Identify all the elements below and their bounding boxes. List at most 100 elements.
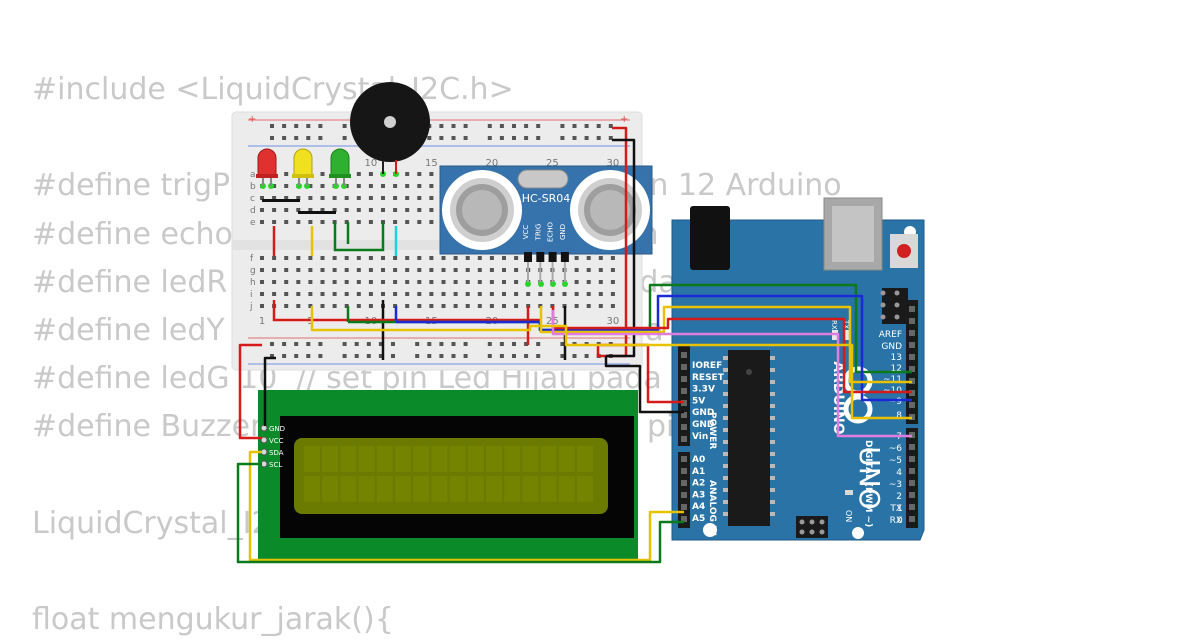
wire-trig xyxy=(539,305,912,384)
digital-pin-label: 8 xyxy=(896,411,902,421)
analog-pin-label: A4 xyxy=(692,502,705,512)
analog-header-label: ANALOG IN xyxy=(707,480,717,536)
lcd-pin-label: SDA xyxy=(269,449,284,457)
wire-lcd-gnd xyxy=(263,356,276,426)
led-green xyxy=(329,148,351,186)
wire-echo xyxy=(310,322,912,420)
sensor-crystal xyxy=(517,169,569,189)
row-letter: b xyxy=(250,182,256,192)
digital-pin-label: ~6 xyxy=(889,444,903,454)
buzzer xyxy=(350,82,430,174)
lcd-character-grid xyxy=(304,446,593,502)
digital-pin-label: ~11 xyxy=(883,375,902,385)
power-header xyxy=(678,346,690,446)
wire-rail-gnd xyxy=(606,138,636,358)
resistor-yellow xyxy=(298,211,336,214)
on-led xyxy=(845,490,853,495)
digital-pin-label: 12 xyxy=(891,364,902,374)
arduino-uno: IOREFRESET3.3V5VGNDGNDVinA0A1A2A3A4A5POW… xyxy=(671,197,925,541)
rail-plus: + xyxy=(248,114,256,125)
lcd-pin-label: SCL xyxy=(269,461,282,469)
usb-port-inner xyxy=(832,206,874,262)
digital-pin-label: TX xyxy=(889,504,902,514)
lcd-pins: GND VCC SDA SCL xyxy=(260,424,285,469)
sensor-pin-label: VCC xyxy=(522,225,530,240)
digital-pin-label: 13 xyxy=(891,353,902,363)
power-pin-label: Vin xyxy=(692,432,708,442)
analog-pin-label: A5 xyxy=(692,514,705,524)
wire-sda xyxy=(248,450,684,562)
column-number: 20 xyxy=(486,158,499,169)
lcd-pin-label: VCC xyxy=(269,437,284,445)
digital-pin-label: RX xyxy=(890,516,902,526)
digital-header-low xyxy=(906,428,918,528)
buzzer-hole xyxy=(384,116,396,128)
code-line: #include <LiquidCrystal_I2C.h> xyxy=(32,72,514,107)
sensor-pin-label: GND xyxy=(559,224,567,240)
sensor-transducer-left xyxy=(442,170,522,250)
row-letter: f xyxy=(250,254,254,264)
tx-led-label: TX xyxy=(842,319,850,329)
led-red xyxy=(256,148,278,186)
power-header-label: POWER xyxy=(707,412,717,449)
row-letter: e xyxy=(250,218,256,228)
power-pin-label: 5V xyxy=(692,396,705,406)
digital-pin-label: ~5 xyxy=(889,456,902,466)
rx-led-label: RX xyxy=(830,320,838,330)
column-number: 30 xyxy=(607,158,620,169)
column-number: 25 xyxy=(546,158,559,169)
column-number: 10 xyxy=(365,158,378,169)
breadboard-center-channel xyxy=(232,240,642,250)
analog-pin-label: A3 xyxy=(692,490,705,500)
digital-pin-label: ~9 xyxy=(889,397,903,407)
wire-lcd-vcc xyxy=(238,343,262,440)
wire-gnd xyxy=(604,356,684,414)
atmega-chip xyxy=(728,350,770,526)
analog-pin-label: A1 xyxy=(692,467,705,477)
digital-pin-label: GND xyxy=(881,342,902,352)
on-label: ON xyxy=(844,510,853,522)
icsp-header-bottom xyxy=(796,516,828,538)
row-letter: i xyxy=(250,290,253,300)
column-number: 1 xyxy=(259,316,265,327)
lcd-pin-label: GND xyxy=(269,425,285,433)
chip-legs xyxy=(723,356,775,516)
sensor-pins: VCC TRIG ECHO GND xyxy=(522,221,569,282)
power-pin-label: GND xyxy=(692,408,714,418)
rail-plus-right: + xyxy=(620,114,628,125)
digital-header-label: DIGITAL (PWM ~) xyxy=(863,440,873,527)
analog-pin-label: A0 xyxy=(692,455,705,465)
digital-pin-label: AREF xyxy=(879,330,902,340)
breadboard-jumpers xyxy=(272,222,567,360)
sensor-pin-label: ECHO xyxy=(547,221,555,242)
power-pin-label: IOREF xyxy=(692,361,722,371)
wires xyxy=(236,126,912,564)
column-number: 30 xyxy=(607,316,620,327)
power-pin-label: GND xyxy=(692,420,714,430)
column-number: 5 xyxy=(307,316,313,327)
model-label: UNO xyxy=(853,446,886,509)
digital-pin-number: 0 xyxy=(897,516,903,526)
ultrasonic-sensor: HC-SR04 VCC TRIG ECHO GND xyxy=(439,165,653,282)
resistor-red xyxy=(262,199,300,202)
row-letter: a xyxy=(250,170,256,180)
power-pin-label: 3.3V xyxy=(692,385,715,395)
row-letter: j xyxy=(249,302,253,312)
reset-button-cap xyxy=(897,244,911,258)
digital-pin-label: 2 xyxy=(896,492,902,502)
digital-pin-label: ~3 xyxy=(889,480,902,490)
row-letter: d xyxy=(250,206,256,216)
wire-scl xyxy=(236,462,684,564)
sensor-label: HC-SR04 xyxy=(522,192,571,205)
dc-jack xyxy=(690,206,730,270)
lcd-module: GND VCC SDA SCL xyxy=(258,390,638,560)
led-yellow xyxy=(292,148,314,186)
sensor-transducer-right xyxy=(570,170,650,250)
sensor-pin-label: TRIG xyxy=(534,224,542,242)
column-number: 15 xyxy=(425,158,438,169)
row-letter: g xyxy=(250,266,256,276)
mount-hole xyxy=(852,527,864,539)
analog-pin-label: A2 xyxy=(692,479,705,489)
digital-pin-number: 1 xyxy=(897,504,903,514)
